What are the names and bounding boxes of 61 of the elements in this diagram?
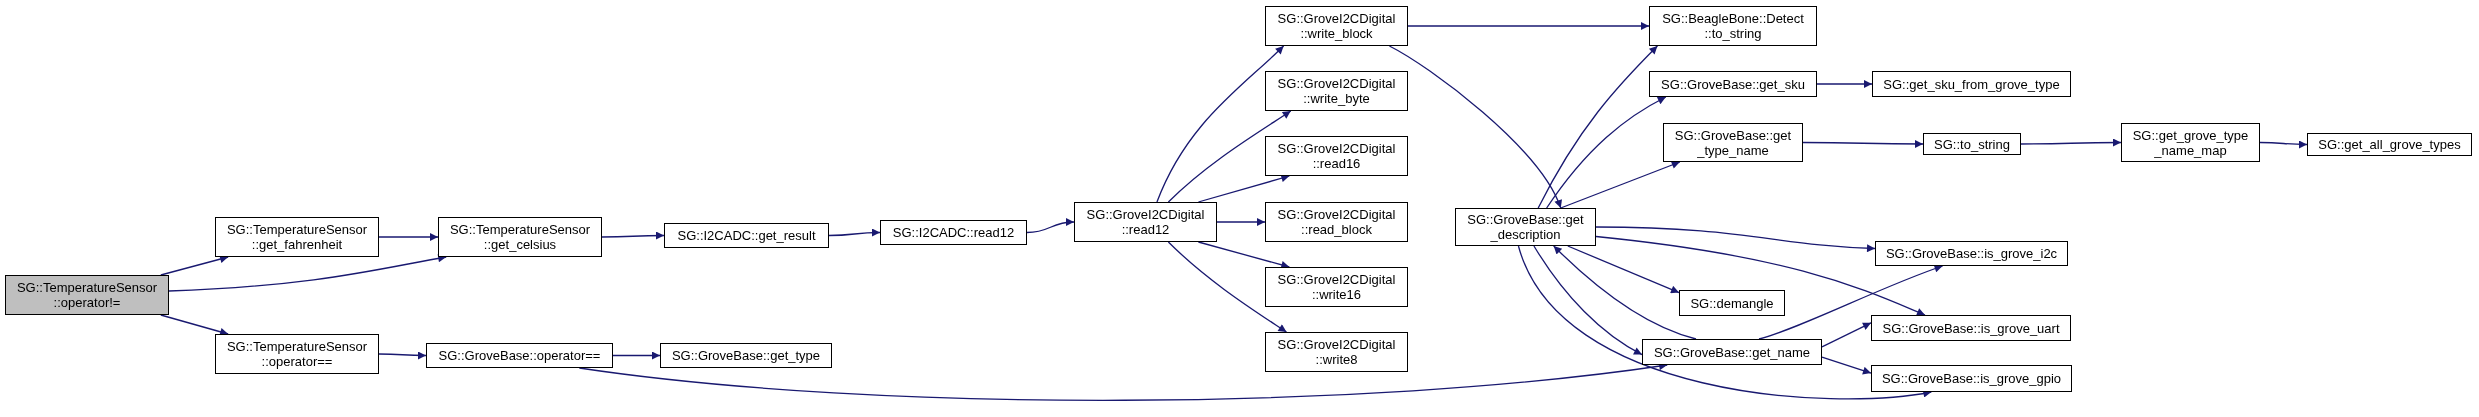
function-box: SG::GroveI2CDigital ::write8: [1265, 332, 1408, 372]
function-box: SG::to_string: [1923, 133, 2021, 155]
arrow: [1537, 45, 1659, 209]
arrow: [828, 228, 881, 237]
arrow: [1595, 235, 1926, 316]
arrow: [1156, 45, 1285, 203]
arrow: [1407, 22, 1650, 30]
function-box: SG::I2CADC::read12: [880, 220, 1027, 245]
arrow: [1216, 218, 1266, 226]
arrow: [2259, 140, 2308, 149]
arrow: [378, 233, 439, 241]
arrow: [160, 314, 229, 336]
function-box: SG::GroveBase::get_sku: [1649, 71, 1817, 97]
arrow: [1517, 245, 1932, 400]
arrow: [1546, 96, 1667, 209]
arrow: [168, 254, 447, 292]
arrow: [1388, 45, 1562, 209]
arrow: [1197, 174, 1290, 203]
arrow: [1821, 322, 1872, 348]
function-box: SG::get_grove_type _name_map: [2121, 123, 2260, 162]
arrow: [1595, 226, 1876, 253]
arrow: [1167, 110, 1292, 203]
function-box: SG::TemperatureSensor ::operator!=: [5, 275, 169, 315]
function-box: SG::GroveBase::operator==: [426, 343, 613, 368]
function-box: SG::GroveBase::is_grove_uart: [1871, 315, 2071, 341]
arrow: [1758, 264, 1944, 340]
arrow: [612, 351, 661, 360]
arrow: [601, 231, 665, 240]
arrow: [1167, 241, 1288, 333]
function-box: SG::GroveBase::is_grove_i2c: [1875, 241, 2068, 266]
arrow: [378, 351, 427, 360]
arrow: [1567, 245, 1680, 294]
function-box: SG::BeagleBone::Detect ::to_string: [1649, 6, 1817, 46]
function-box: SG::GroveI2CDigital ::write_block: [1265, 6, 1408, 46]
arrow: [1197, 241, 1290, 269]
function-box: SG::GroveBase::get _description: [1455, 208, 1596, 246]
function-box: SG::GroveI2CDigital ::read16: [1265, 136, 1408, 176]
function-box: SG::TemperatureSensor ::get_celsius: [438, 217, 602, 257]
function-box: SG::TemperatureSensor ::get_fahrenheit: [215, 217, 379, 257]
arrow: [1553, 245, 1697, 340]
function-box: SG::TemperatureSensor ::operator==: [215, 334, 379, 374]
function-box: SG::GroveBase::get_type: [660, 343, 832, 368]
arrow: [160, 255, 229, 276]
arrow: [1821, 356, 1872, 375]
arrow: [1560, 161, 1681, 209]
function-box: SG::GroveI2CDigital ::read12: [1074, 202, 1217, 242]
arrow: [2020, 138, 2122, 147]
arrow: [1026, 218, 1075, 234]
arrow: [1533, 245, 1643, 356]
arrow: [1802, 140, 1924, 148]
function-box: SG::GroveI2CDigital ::write16: [1265, 267, 1408, 307]
function-box: SG::get_sku_from_grove_type: [1872, 71, 2071, 97]
function-box: SG::I2CADC::get_result: [664, 223, 829, 248]
function-box: SG::GroveBase::get _type_name: [1663, 123, 1803, 162]
function-box: SG::get_all_grove_types: [2307, 133, 2472, 156]
function-box: SG::GroveBase::get_name: [1642, 339, 1822, 365]
arrow: [1816, 80, 1873, 88]
function-box: SG::GroveI2CDigital ::read_block: [1265, 202, 1408, 242]
function-box: SG::demangle: [1679, 290, 1785, 316]
function-box: SG::GroveI2CDigital ::write_byte: [1265, 71, 1408, 111]
function-box: SG::GroveBase::is_grove_gpio: [1871, 365, 2072, 392]
